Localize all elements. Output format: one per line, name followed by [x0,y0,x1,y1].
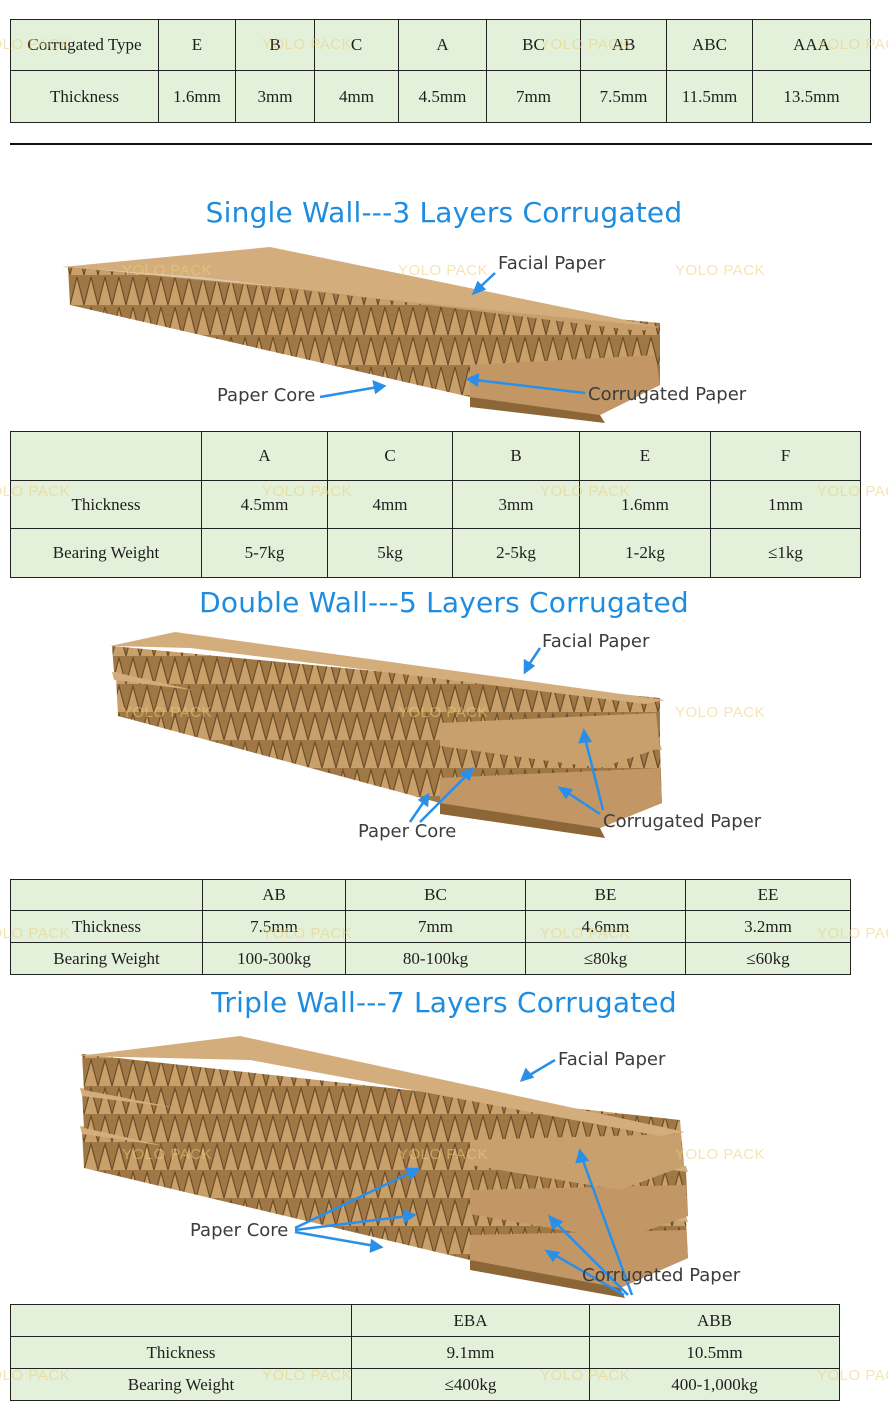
section-divider [10,143,872,145]
row-header-cell: Bearing Weight [10,1368,352,1401]
table-row: Thickness 9.1mm 10.5mm [10,1336,840,1369]
triple-wall-title: Triple Wall---7 Layers Corrugated [211,986,677,1019]
table-cell: ≤60kg [685,942,851,975]
table-header-cell: ABB [589,1304,840,1337]
table-row: Thickness 1.6mm 3mm 4mm 4.5mm 7mm 7.5mm … [10,70,871,123]
table-header-cell: BC [345,879,526,911]
paper-core-label: Paper Core [358,821,457,842]
table-cell: 4mm [314,70,399,123]
table-cell: ≤80kg [525,942,686,975]
table-cell: 7.5mm [580,70,667,123]
paper-core-label: Paper Core [217,385,316,406]
table-cell: AAA [752,19,871,71]
table-cell: 4.5mm [398,70,487,123]
table-cell: E [158,19,236,71]
table-header-cell: A [201,431,328,481]
table-header-cell: AB [202,879,346,911]
table-header-cell: EBA [351,1304,590,1337]
table-cell: ABC [666,19,753,71]
table-header-cell: B [452,431,580,481]
corrugated-paper-label: Corrugated Paper [582,1265,741,1286]
table-cell: 1.6mm [579,480,711,529]
table-cell: 7mm [486,70,581,123]
table-cell: 5-7kg [201,528,328,578]
table-cell: 3.2mm [685,910,851,943]
table-header-cell: C [327,431,453,481]
table-cell: 3mm [452,480,580,529]
table-row: Bearing Weight 100-300kg 80-100kg ≤80kg … [10,942,851,975]
table-cell: 13.5mm [752,70,871,123]
table-cell: C [314,19,399,71]
table-cell: 400-1,000kg [589,1368,840,1401]
table-row: Bearing Weight 5-7kg 5kg 2-5kg 1-2kg ≤1k… [10,528,861,578]
table-header-cell [10,431,202,481]
corrugated-board-illustration [62,247,660,423]
table-row: Corrugated Type E B C A BC AB ABC AAA [10,19,871,71]
table-header-cell: F [710,431,861,481]
table-cell: 3mm [235,70,315,123]
row-header-cell: Bearing Weight [10,528,202,578]
table-cell: ≤400kg [351,1368,590,1401]
triple-wall-diagram: Facial Paper Paper Core Corrugated Paper [0,1030,888,1300]
corrugated-paper-label: Corrugated Paper [588,384,747,405]
table-cell: 1.6mm [158,70,236,123]
table-cell: 5kg [327,528,453,578]
corrugated-paper-label: Corrugated Paper [603,811,762,832]
table-row: Thickness 4.5mm 4mm 3mm 1.6mm 1mm [10,480,861,529]
table-header-row: EBA ABB [10,1304,840,1337]
row-header-cell: Corrugated Type [10,19,159,71]
table-header-cell [10,879,203,911]
row-header-cell: Thickness [10,70,159,123]
table-header-row: A C B E F [10,431,861,481]
row-header-cell: Bearing Weight [10,942,203,975]
table-cell: B [235,19,315,71]
table-row: Thickness 7.5mm 7mm 4.6mm 3.2mm [10,910,851,943]
table-row: Bearing Weight ≤400kg 400-1,000kg [10,1368,840,1401]
table-cell: A [398,19,487,71]
table-cell: 10.5mm [589,1336,840,1369]
single-wall-diagram: Facial Paper Paper Core Corrugated Paper [0,245,888,425]
table-cell: 7.5mm [202,910,346,943]
table-cell: ≤1kg [710,528,861,578]
paper-core-label: Paper Core [190,1220,289,1241]
table-header-cell: BE [525,879,686,911]
table-cell: 80-100kg [345,942,526,975]
facial-paper-label: Facial Paper [542,631,650,652]
table-cell: 4.5mm [201,480,328,529]
row-header-cell: Thickness [10,910,203,943]
double-wall-title: Double Wall---5 Layers Corrugated [199,586,689,619]
table-header-row: AB BC BE EE [10,879,851,911]
table-header-cell [10,1304,352,1337]
table-cell: 100-300kg [202,942,346,975]
corrugated-board-illustration [110,632,665,838]
table-cell: AB [580,19,667,71]
single-wall-spec-table: A C B E F Thickness 4.5mm 4mm 3mm 1.6mm … [10,431,861,578]
table-header-cell: E [579,431,711,481]
table-cell: 11.5mm [666,70,753,123]
triple-wall-spec-table: EBA ABB Thickness 9.1mm 10.5mm Bearing W… [10,1304,840,1401]
facial-paper-label: Facial Paper [498,253,606,274]
table-cell: BC [486,19,581,71]
table-cell: 1-2kg [579,528,711,578]
single-wall-title: Single Wall---3 Layers Corrugated [205,196,683,229]
row-header-cell: Thickness [10,480,202,529]
corrugated-board-illustration [78,1036,688,1298]
table-cell: 4mm [327,480,453,529]
row-header-cell: Thickness [10,1336,352,1369]
corrugated-type-overview-table: Corrugated Type E B C A BC AB ABC AAA Th… [10,19,871,123]
table-cell: 7mm [345,910,526,943]
table-header-cell: EE [685,879,851,911]
table-cell: 4.6mm [525,910,686,943]
double-wall-spec-table: AB BC BE EE Thickness 7.5mm 7mm 4.6mm 3.… [10,879,851,975]
table-cell: 9.1mm [351,1336,590,1369]
table-cell: 2-5kg [452,528,580,578]
double-wall-diagram: Facial Paper Paper Core Corrugated Paper [0,628,888,858]
facial-paper-label: Facial Paper [558,1049,666,1070]
table-cell: 1mm [710,480,861,529]
